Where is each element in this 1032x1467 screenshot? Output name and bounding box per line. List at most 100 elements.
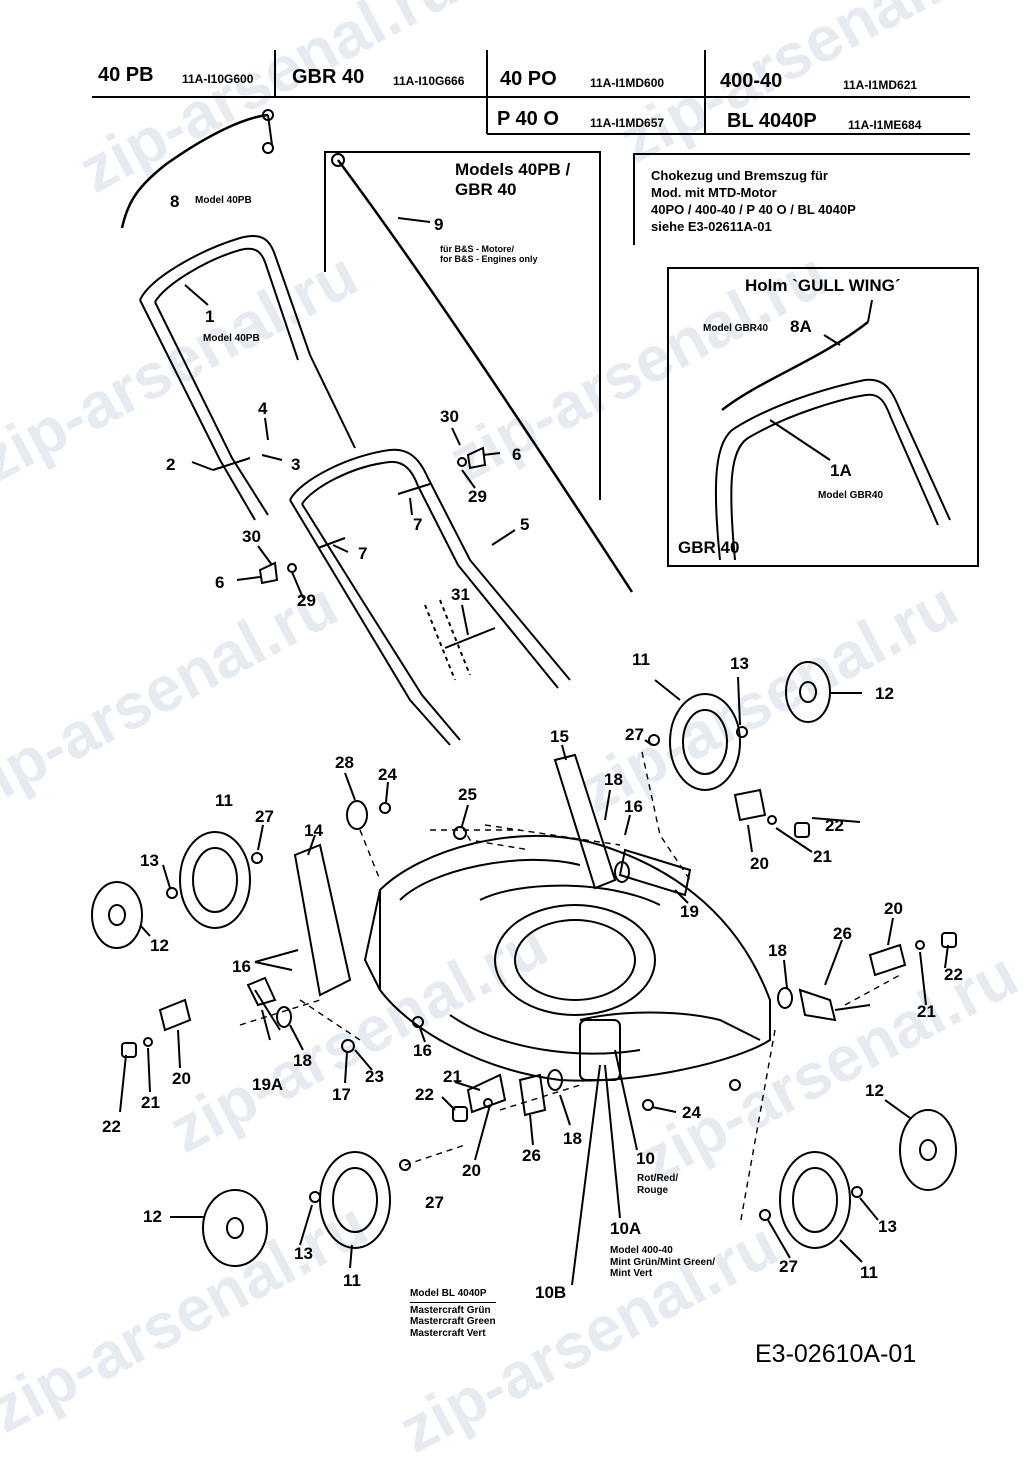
part-1a: 1A	[830, 461, 852, 480]
part-20: 20	[884, 899, 903, 918]
part-22: 22	[825, 816, 844, 835]
part-12: 12	[875, 684, 894, 703]
gull-wing-footer: GBR 40	[678, 538, 740, 557]
part-21: 21	[813, 847, 832, 866]
part-14: 14	[304, 821, 323, 840]
note-part10a-line2: Mint Grün/Mint Green/	[610, 1256, 715, 1268]
part-4: 4	[258, 399, 268, 418]
part-30: 30	[242, 527, 261, 546]
note-bl-line2: Mastercraft Green	[410, 1316, 496, 1327]
note-bl4040p: Model BL 4040P Mastercraft Grün Mastercr…	[410, 1288, 496, 1339]
note-part-10: Rot/Red/ Rouge	[637, 1173, 678, 1196]
part-24: 24	[682, 1103, 701, 1122]
part-21: 21	[443, 1067, 462, 1086]
header-model-gbr40: GBR 40	[292, 66, 365, 88]
part-9: 9	[434, 215, 444, 234]
part-18: 18	[563, 1129, 582, 1148]
gull-wing-label-1a: Model GBR40	[818, 490, 884, 501]
part-16: 16	[413, 1041, 432, 1060]
note-bs-en: for B&S - Engines only	[440, 254, 538, 265]
part-24: 24	[378, 765, 397, 784]
header-code-400-40: 11A-I1MD621	[843, 78, 918, 92]
part-3: 3	[291, 455, 301, 474]
part-27: 27	[425, 1193, 444, 1212]
gull-wing-label-8a: Model GBR40	[703, 323, 769, 334]
part-19a: 19A	[252, 1075, 284, 1094]
note-bl-line1: Mastercraft Grün	[410, 1304, 491, 1316]
header-model-40po: 40 PO	[500, 68, 557, 90]
note-bs-de: für B&S - Motore/	[440, 244, 514, 254]
choke-line4: siehe E3-02611A-01	[651, 218, 772, 234]
choke-line1: Chokezug und Bremszug für	[651, 168, 828, 183]
note-model-40pb-cable: Model 40PB	[195, 195, 252, 206]
part-10b: 10B	[535, 1283, 567, 1302]
part-10: 10	[636, 1149, 655, 1168]
part-16: 16	[232, 957, 251, 976]
part-6: 6	[512, 445, 522, 464]
note-part10-line2: Rouge	[637, 1184, 669, 1196]
part-13: 13	[878, 1217, 897, 1236]
part-11: 11	[632, 650, 650, 669]
part-20: 20	[172, 1069, 191, 1088]
header-model-p40o: P 40 O	[497, 108, 559, 130]
part-18: 18	[604, 770, 623, 789]
header-model-bl4040p: BL 4040P	[727, 110, 817, 132]
part-11: 11	[860, 1263, 878, 1282]
note-part-10a: Model 400-40 Mint Grün/Mint Green/ Mint …	[610, 1245, 715, 1280]
gull-wing-title: Holm `GULL WING´	[745, 276, 901, 295]
part-13: 13	[140, 851, 159, 870]
note-bl-title: Model BL 4040P	[410, 1288, 496, 1303]
part-29: 29	[468, 487, 487, 506]
header-code-40po: 11A-I1MD600	[590, 76, 665, 90]
part-1: 1	[205, 307, 215, 326]
part-13: 13	[730, 654, 749, 673]
note-part10-line1: Rot/Red/	[637, 1173, 679, 1184]
part-26: 26	[522, 1146, 541, 1165]
choke-line2: Mod. mit MTD-Motor	[651, 184, 777, 200]
part-13: 13	[294, 1244, 313, 1263]
part-2: 2	[166, 455, 176, 474]
part-27: 27	[255, 807, 274, 826]
note-part10a-line3: Mint Vert	[610, 1268, 653, 1279]
header-model-400-40: 400-40	[720, 70, 783, 92]
part-21: 21	[917, 1002, 936, 1021]
part-8: 8	[170, 192, 180, 211]
models-box-line2: GBR 40	[455, 180, 517, 200]
models-box-title: Models 40PB / GBR 40	[455, 160, 570, 201]
part-8a: 8A	[790, 317, 812, 336]
note-bl-line3: Mastercraft Vert	[410, 1327, 486, 1339]
choke-box-text: Chokezug und Bremszug für Mod. mit MTD-M…	[651, 168, 856, 236]
header-code-p40o: 11A-I1MD657	[590, 116, 665, 130]
part-12: 12	[865, 1081, 884, 1100]
part-7: 7	[413, 515, 423, 534]
part-18: 18	[293, 1051, 312, 1070]
part-17: 17	[332, 1085, 351, 1104]
part-30: 30	[440, 407, 459, 426]
header-code-gbr40: 11A-I10G666	[393, 74, 465, 88]
part-26: 26	[833, 924, 852, 943]
part-12: 12	[150, 936, 169, 955]
part-15: 15	[550, 727, 569, 746]
part-22: 22	[415, 1085, 434, 1104]
part-16: 16	[624, 797, 643, 816]
diagram-code: E3-02610A-01	[755, 1340, 917, 1368]
part-18: 18	[768, 941, 787, 960]
part-28: 28	[335, 753, 354, 772]
part-5: 5	[520, 515, 530, 534]
part-22: 22	[102, 1117, 121, 1136]
note-model-40pb-handle: Model 40PB	[203, 333, 260, 344]
part-20: 20	[750, 854, 769, 873]
part-23: 23	[365, 1067, 384, 1086]
models-box-line1: Models 40PB /	[455, 160, 571, 179]
note-bs-engines: für B&S - Motore/ for B&S - Engines only	[440, 244, 538, 265]
part-22: 22	[944, 965, 963, 984]
header-code-bl4040p: 11A-I1ME684	[848, 118, 922, 132]
part-27: 27	[779, 1257, 798, 1276]
part-31: 31	[451, 585, 470, 604]
header-model-40pb: 40 PB	[98, 64, 154, 86]
part-12: 12	[143, 1207, 162, 1226]
part-6: 6	[215, 573, 225, 592]
part-27: 27	[625, 725, 644, 744]
part-11: 11	[215, 791, 233, 810]
